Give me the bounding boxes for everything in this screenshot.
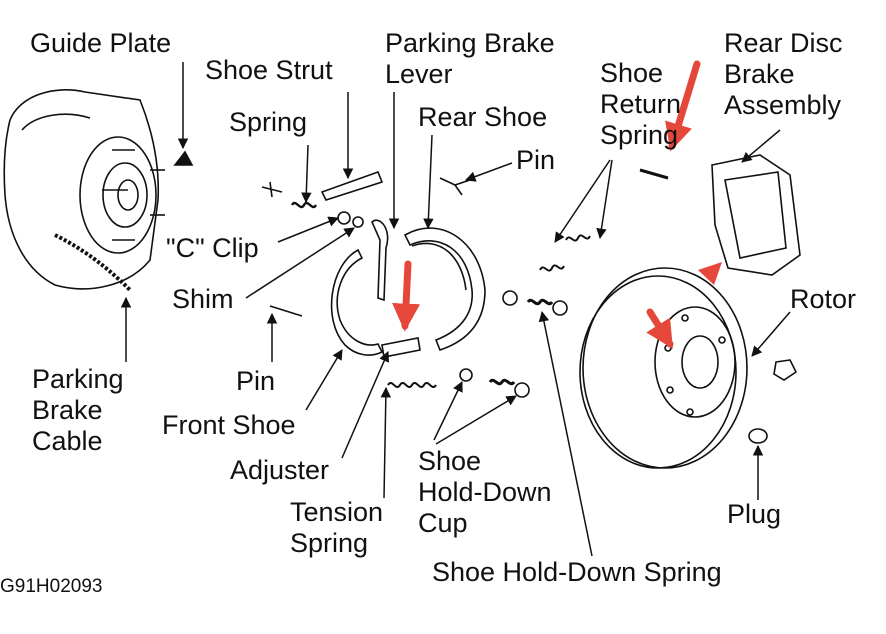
tension-spring-part — [387, 382, 437, 388]
label-adjuster: Adjuster — [230, 455, 330, 485]
backing-plate-hub-part — [3, 89, 165, 290]
label-rotor: Rotor — [790, 284, 857, 314]
label-pin-top: Pin — [516, 145, 556, 175]
label-parking-brake-lever: Parking Brake Lever — [385, 28, 555, 89]
label-rear-disc-brake-assembly: Rear Disc Brake Assembly — [724, 28, 843, 120]
c-clip-part — [337, 211, 351, 225]
return-spring-1-part — [539, 264, 565, 272]
label-spring: Spring — [229, 107, 308, 137]
label-c-clip: "C" Clip — [166, 233, 259, 263]
label-shoe-return-spring: Shoe Return Spring — [600, 58, 682, 150]
rear-shoe-part — [403, 227, 486, 351]
label-shoe-strut: Shoe Strut — [205, 55, 333, 85]
shim-part — [352, 216, 364, 228]
spring-part — [290, 201, 318, 209]
guide-plate-part — [173, 150, 194, 166]
rotor-part — [579, 267, 748, 469]
label-parking-brake-cable: Parking Brake Cable — [32, 364, 124, 456]
highlight-arrows — [392, 60, 701, 349]
nut-part — [773, 359, 798, 381]
red-arrow-1 — [665, 60, 701, 152]
parking-brake-lever-part — [371, 219, 389, 302]
plug-part — [748, 428, 768, 444]
label-guide-plate: Guide Plate — [30, 28, 172, 58]
label-shim: Shim — [172, 284, 234, 314]
lower-pin-part — [269, 305, 303, 317]
red-arrow-2 — [392, 260, 421, 332]
label-shoe-hold-down-spring: Shoe Hold-Down Spring — [432, 557, 722, 587]
label-plug: Plug — [727, 499, 782, 529]
label-tension-spring: Tension Spring — [290, 497, 384, 558]
hold-down-cup-part — [502, 290, 518, 306]
leader-lines — [120, 62, 791, 557]
return-spring-2-part — [565, 234, 591, 242]
bolt-part — [261, 181, 283, 198]
red-arrow-3 — [646, 308, 674, 349]
hold-down-spring-part — [526, 298, 554, 306]
caliper-part — [711, 154, 801, 276]
pin-part — [439, 177, 471, 196]
shoe-strut-part — [320, 170, 384, 201]
parking-brake-cable-part — [54, 233, 132, 292]
red-arrow-4 — [698, 262, 722, 285]
label-front-shoe: Front Shoe — [162, 410, 296, 440]
label-rear-shoe: Rear Shoe — [418, 102, 548, 132]
label-pin-lower: Pin — [236, 366, 276, 396]
front-shoe-part — [330, 248, 384, 356]
caliper-bolt-part — [639, 168, 669, 180]
label-shoe-hold-down-cup: Shoe Hold-Down Cup — [418, 446, 552, 538]
figure-code: G91H02093 — [0, 576, 103, 597]
